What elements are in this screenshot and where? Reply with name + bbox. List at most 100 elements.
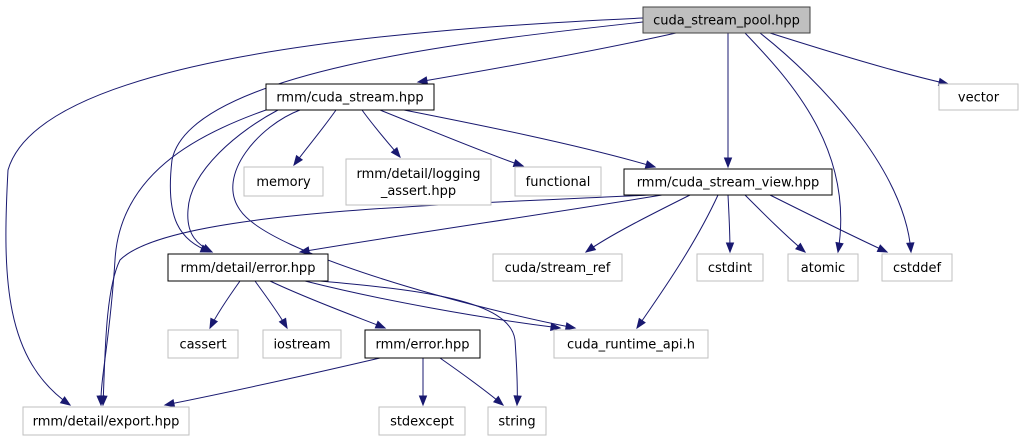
node-functional[interactable]: functional: [514, 166, 602, 197]
node-cuda-runtime-api-h[interactable]: cuda_runtime_api.h: [553, 329, 709, 359]
edge-cuda_stream_pool_hpp-to-rmm_detail_export_hpp: [5, 17, 644, 406]
edge-cuda_stream_pool_hpp-to-rmm_cuda_stream_view_hpp: [723, 33, 733, 169]
node-box: [787, 253, 859, 282]
edge-rmm_cuda_stream_hpp-to-functional: [379, 109, 525, 168]
edge-rmm_cuda_stream_view_hpp-to-atomic: [744, 194, 807, 253]
edge-rmm_error_hpp-to-rmm_detail_export_hpp: [163, 357, 381, 408]
arrowhead-icon: [59, 396, 72, 406]
edge-line: [769, 32, 949, 85]
node-label: rmm/cuda_stream.hpp: [276, 91, 423, 106]
node-label: rmm/cuda_stream_view.hpp: [637, 176, 820, 191]
node-logging-assert-hpp[interactable]: rmm/detail/logging_assert.hpp: [345, 158, 492, 206]
arrowhead-icon: [644, 160, 657, 169]
arrowhead-icon: [99, 395, 108, 407]
edge-line: [636, 194, 719, 329]
arrowhead-icon: [298, 246, 311, 255]
node-cstdint[interactable]: cstdint: [696, 253, 764, 282]
node-label: cassert: [179, 338, 226, 353]
edge-rmm_cuda_stream_hpp-to-logging_assert_hpp: [361, 109, 401, 159]
edge-rmm_detail_error_hpp-to-rmm_error_hpp: [269, 280, 387, 329]
edge-line: [269, 280, 386, 329]
node-box: [364, 329, 481, 359]
node-label: rmm/error.hpp: [376, 338, 470, 353]
node-vector[interactable]: vector: [938, 83, 1019, 111]
arrowhead-icon: [906, 242, 915, 254]
node-stdexcept[interactable]: stdexcept: [378, 406, 466, 436]
edge-line: [100, 109, 267, 406]
node-box: [553, 329, 709, 359]
arrowhead-icon: [513, 395, 522, 407]
edge-rmm_cuda_stream_hpp-to-cuda_runtime_api_h: [232, 109, 577, 331]
edge-rmm_detail_error_hpp-to-cuda_runtime_api_h: [304, 280, 562, 332]
edge-line: [417, 32, 677, 83]
node-rmm-cuda-stream-view-hpp[interactable]: rmm/cuda_stream_view.hpp: [623, 168, 833, 196]
edge-cuda_stream_pool_hpp-to-cstddef: [759, 32, 915, 254]
node-label: atomic: [801, 261, 845, 276]
node-box: [262, 329, 342, 359]
node-box: [265, 83, 435, 111]
node-rmm-error-hpp[interactable]: rmm/error.hpp: [364, 329, 481, 359]
node-box: [492, 253, 623, 282]
arrowhead-icon: [584, 243, 597, 253]
node-layer: cuda_stream_pool.hpp rmm/cuda_stream.hpp v…: [22, 6, 1019, 436]
edge-line: [164, 357, 381, 406]
node-cuda-stream-ref[interactable]: cuda/stream_ref: [492, 253, 623, 282]
node-label: memory: [256, 175, 311, 190]
edge-rmm_cuda_stream_view_hpp-to-rmm_detail_error_hpp: [298, 194, 663, 255]
node-label: vector: [958, 91, 1000, 106]
edge-line: [744, 32, 842, 253]
node-box: [167, 329, 239, 359]
edge-rmm_detail_error_hpp-to-cassert: [209, 280, 241, 330]
edge-line: [769, 194, 888, 253]
edge-rmm_cuda_stream_view_hpp-to-cuda_stream_ref: [584, 194, 691, 253]
edge-line: [585, 194, 691, 253]
node-atomic[interactable]: atomic: [787, 253, 859, 282]
arrowhead-icon: [163, 398, 176, 408]
node-label: cstdint: [708, 261, 752, 276]
node-box: [623, 168, 833, 196]
node-label: rmm/detail/error.hpp: [181, 261, 316, 276]
arrowhead-icon: [723, 157, 733, 169]
node-label: cstddef: [893, 261, 942, 276]
edge-line: [319, 280, 518, 406]
node-label: _assert.hpp: [380, 184, 456, 199]
node-box: [167, 253, 329, 282]
edge-rmm_error_hpp-to-stdexcept: [418, 358, 428, 407]
node-rmm-detail-error-hpp[interactable]: rmm/detail/error.hpp: [167, 253, 329, 282]
node-box: [514, 166, 602, 197]
edge-line: [759, 32, 912, 253]
edge-line: [379, 109, 524, 167]
node-label: cuda/stream_ref: [505, 261, 611, 276]
node-cstddef[interactable]: cstddef: [881, 253, 953, 282]
node-cuda-stream-pool-hpp[interactable]: cuda_stream_pool.hpp: [642, 6, 811, 34]
arrowhead-icon: [492, 395, 505, 406]
edge-line: [169, 21, 644, 253]
node-rmm-detail-export-hpp[interactable]: rmm/detail/export.hpp: [22, 406, 190, 436]
node-label: iostream: [273, 338, 330, 353]
arrowhead-icon: [550, 322, 562, 332]
edge-cuda_stream_pool_hpp-to-vector: [769, 32, 950, 87]
arrowhead-icon: [390, 146, 401, 159]
node-box: [938, 83, 1019, 111]
edge-cuda_stream_pool_hpp-to-rmm_cuda_stream_hpp: [416, 32, 677, 85]
node-cassert[interactable]: cassert: [167, 329, 239, 359]
arrowhead-icon: [416, 76, 429, 85]
node-iostream[interactable]: iostream: [262, 329, 342, 359]
arrowhead-icon: [725, 242, 735, 254]
node-rmm-cuda-stream-hpp[interactable]: rmm/cuda_stream.hpp: [265, 83, 435, 111]
edge-rmm_cuda_stream_view_hpp-to-cstddef: [769, 194, 889, 253]
node-string[interactable]: string: [487, 406, 547, 436]
edge-rmm_cuda_stream_hpp-to-memory: [293, 109, 337, 167]
arrowhead-icon: [418, 395, 428, 407]
edge-rmm_error_hpp-to-string: [439, 357, 505, 406]
node-memory[interactable]: memory: [243, 166, 324, 197]
arrowhead-icon: [201, 243, 214, 253]
arrowhead-icon: [512, 158, 525, 168]
edge-rmm_cuda_stream_view_hpp-to-cuda_runtime_api_h: [636, 194, 719, 330]
node-box: [696, 253, 764, 282]
node-label: cuda_runtime_api.h: [567, 338, 695, 353]
edge-line: [299, 194, 663, 253]
node-label: rmm/detail/export.hpp: [33, 415, 180, 430]
node-box: [22, 406, 190, 436]
